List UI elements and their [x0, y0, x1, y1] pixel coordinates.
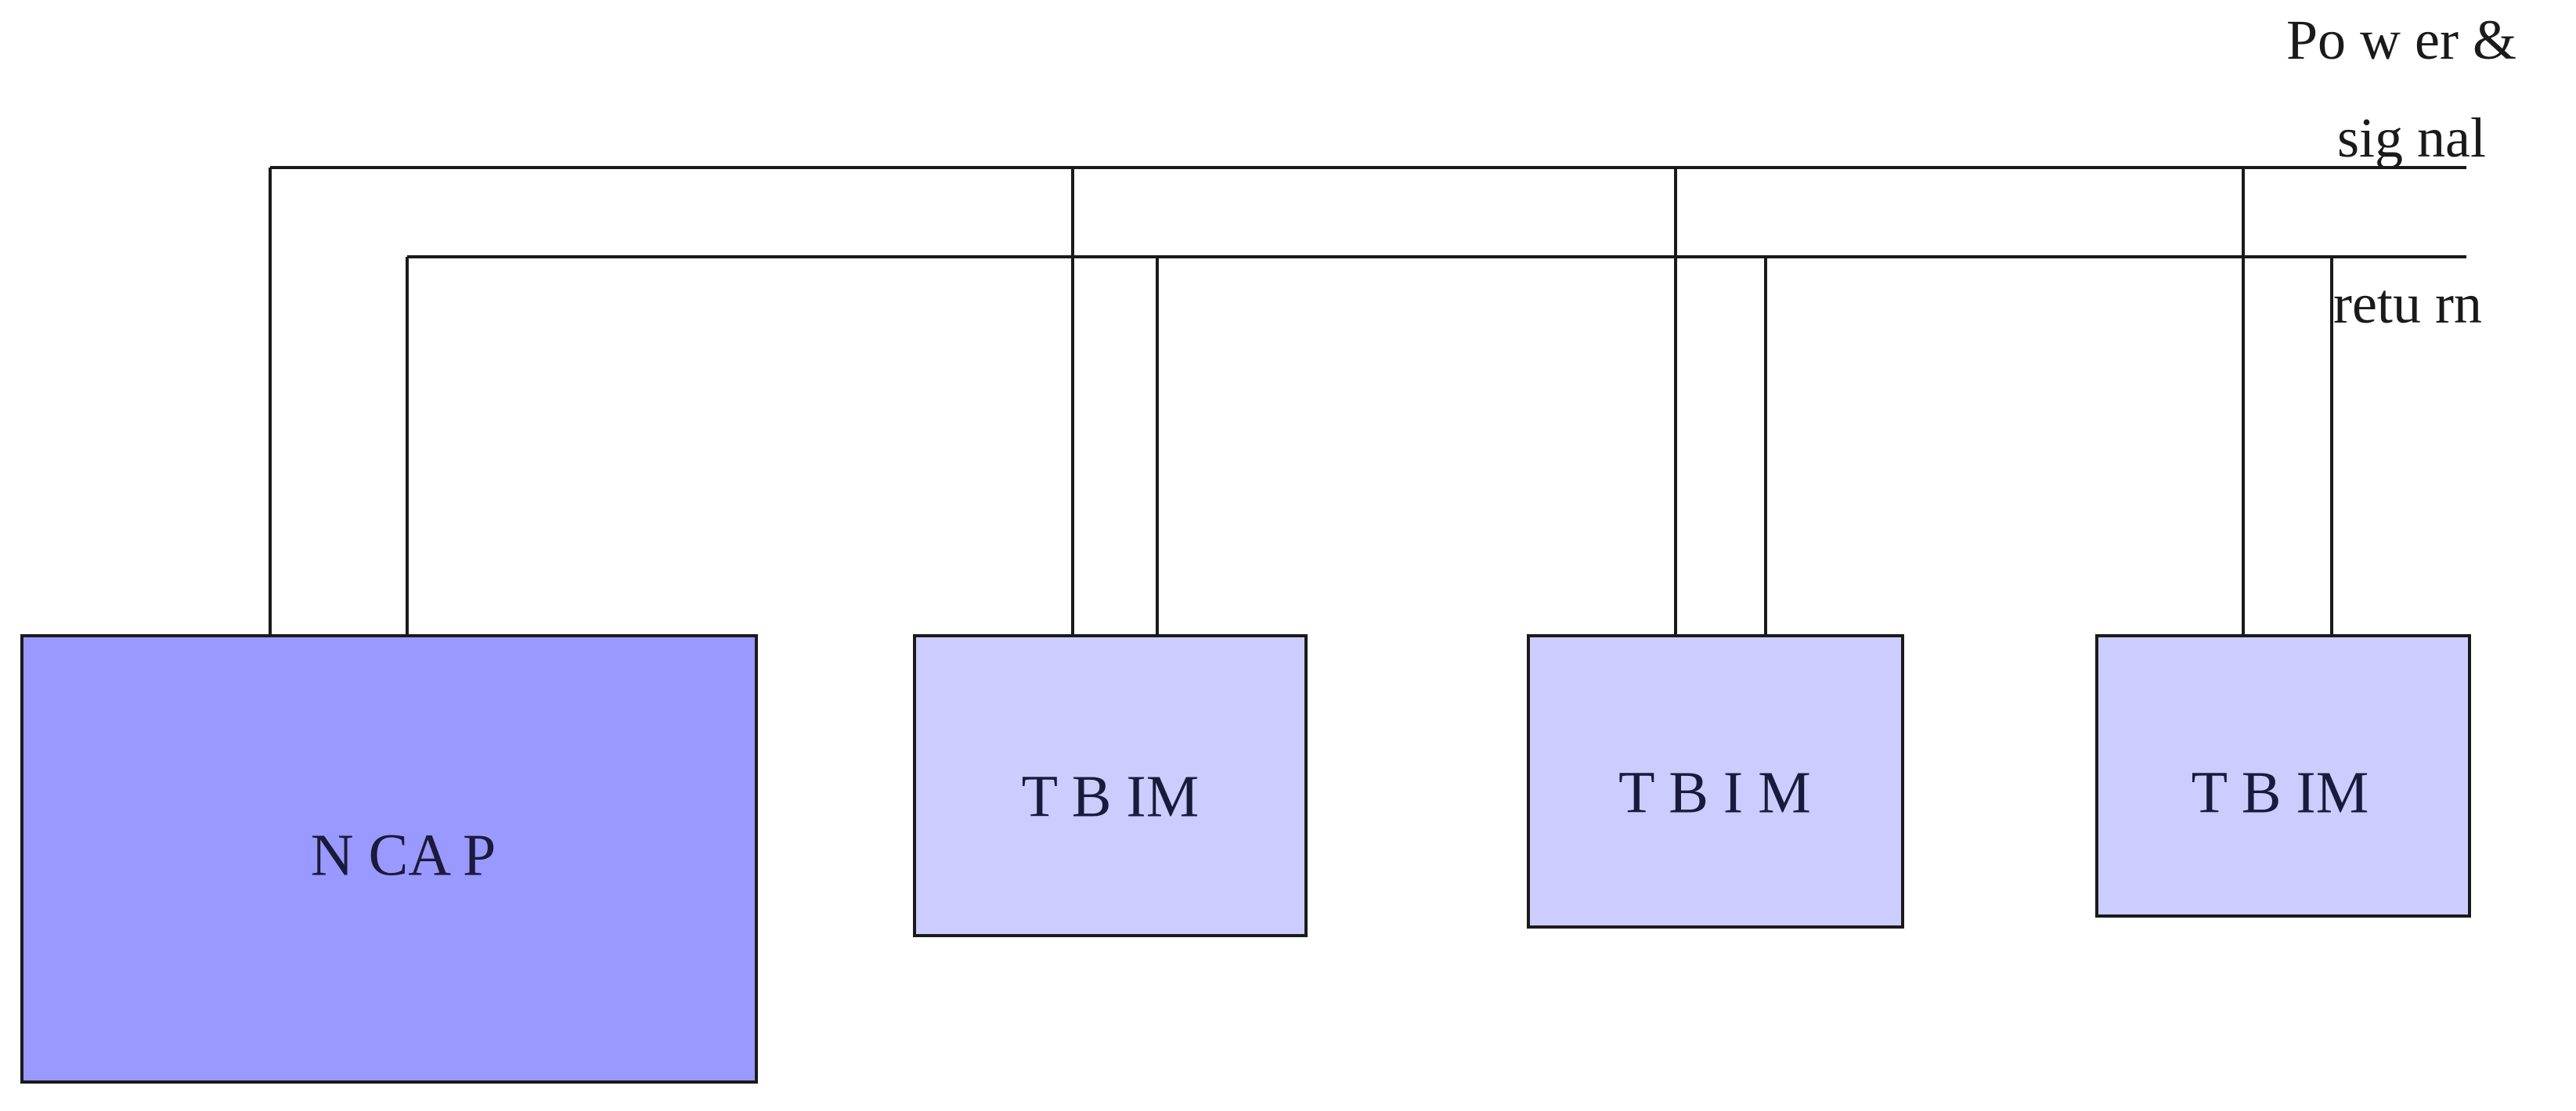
- tbim-2-label: T B I M: [1618, 759, 1811, 825]
- power-signal-label-line2: sig nal: [2337, 106, 2486, 169]
- return-label: retu rn: [2333, 272, 2482, 335]
- tbim-node-3: T B IM: [2095, 634, 2471, 918]
- tbim-3-label: T B IM: [2192, 759, 2369, 825]
- ncap-node: N CA P: [20, 634, 758, 1084]
- power-signal-label-line1: Po w er &: [2286, 9, 2516, 71]
- tbim-node-1: T B IM: [913, 634, 1308, 937]
- tbim-2-box: [1527, 634, 1904, 929]
- tbim-1-box: [913, 634, 1308, 937]
- tbim-1-label: T B IM: [1022, 763, 1200, 829]
- ncap-box: [20, 634, 758, 1084]
- tbim-3-box: [2095, 634, 2471, 918]
- ncap-label: N CA P: [311, 822, 496, 888]
- tbim-node-2: T B I M: [1527, 634, 1904, 929]
